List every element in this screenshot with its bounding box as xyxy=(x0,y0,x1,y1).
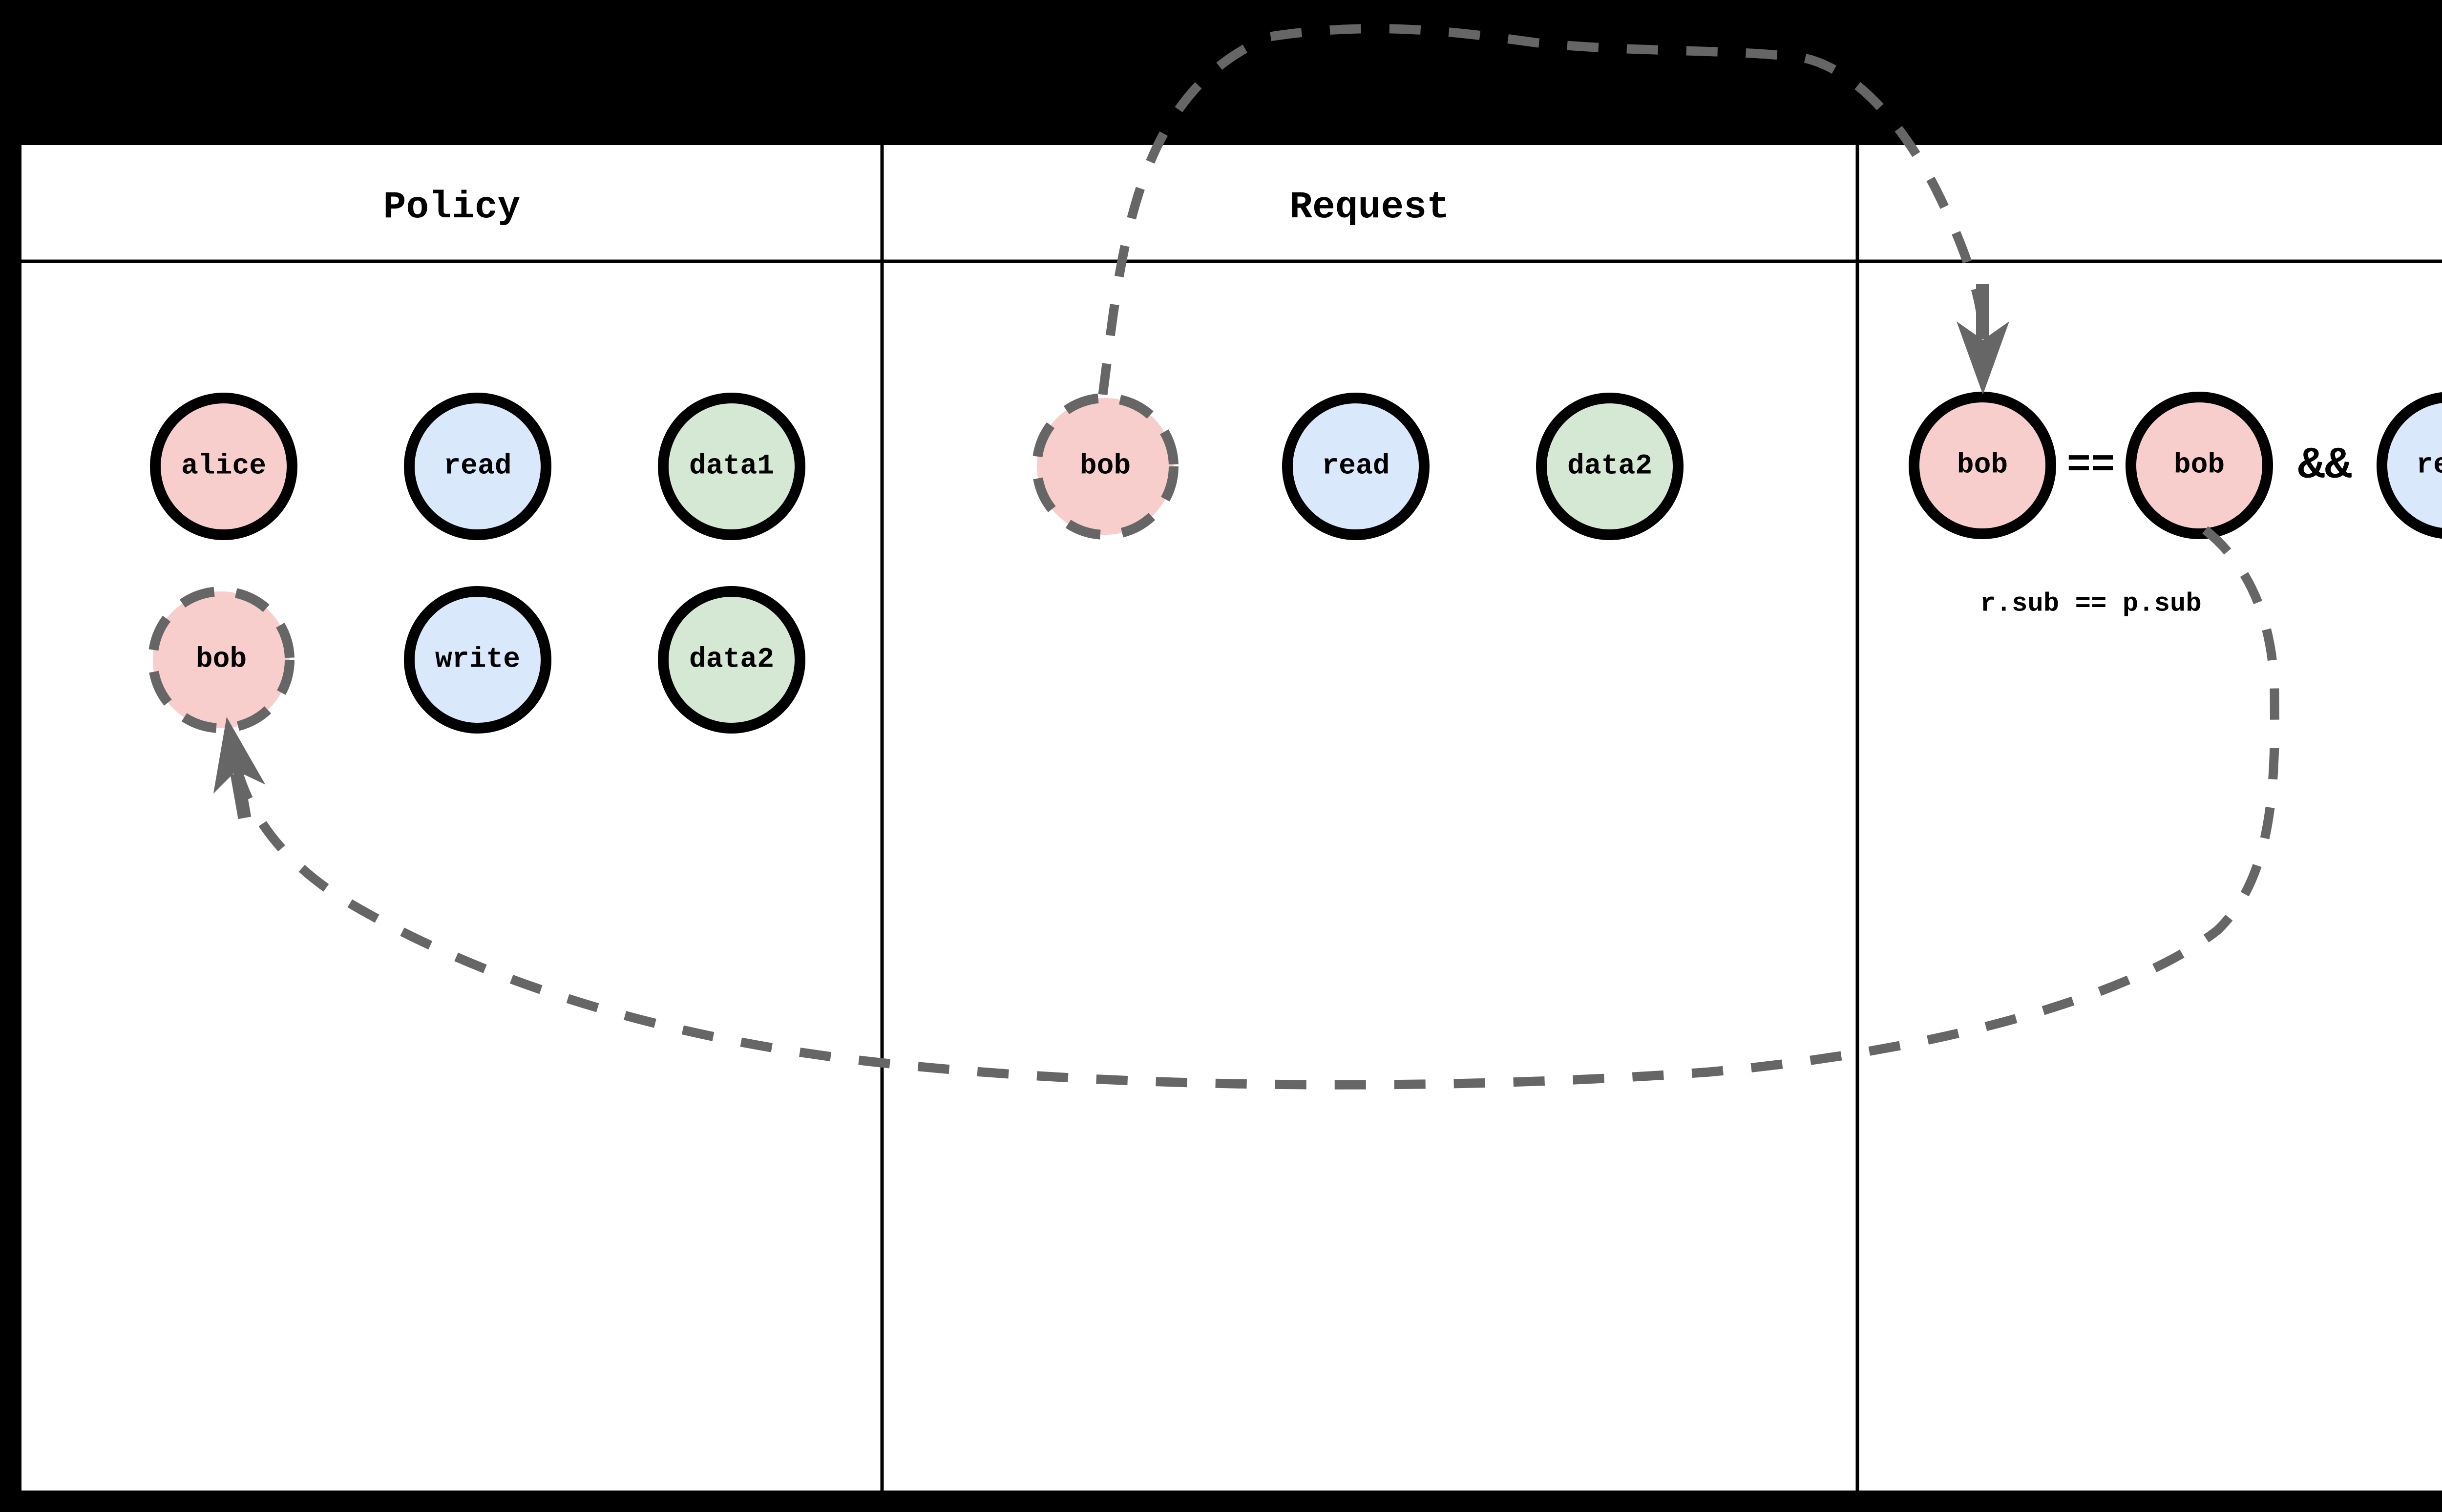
request-action-circle xyxy=(2377,392,2442,539)
request-node-data2: data2 xyxy=(1536,393,1684,540)
equality-operator: == xyxy=(2067,443,2115,488)
subject-circle-dashed xyxy=(1037,398,1174,535)
flow-request-to-matching xyxy=(1098,24,1987,396)
node-label: read xyxy=(2416,450,2442,482)
policy-subject-circle xyxy=(2126,392,2273,539)
subject-circle-dashed xyxy=(153,591,290,728)
column-header-request: Request xyxy=(1289,186,1450,229)
policy-node-write: write xyxy=(404,586,551,734)
dashed-highlight-ring xyxy=(1032,393,1179,540)
and-operator: && xyxy=(2298,440,2352,491)
matching-group-subject: bob == bob && r.sub == p.sub xyxy=(1909,392,2352,619)
request-subject-circle xyxy=(1909,392,2056,539)
policy-node-alice: alice xyxy=(150,393,297,540)
policy-node-read: read xyxy=(404,393,551,540)
arrowhead-up-icon xyxy=(213,717,266,819)
request-node-bob-highlighted: bob xyxy=(1032,393,1179,540)
node-label: data1 xyxy=(689,451,774,483)
node-label: bob xyxy=(196,644,247,676)
column-header-policy: Policy xyxy=(383,186,521,229)
arrowhead-down-icon xyxy=(1957,284,2009,395)
object-circle xyxy=(658,393,805,540)
condition-label-sub: r.sub == p.sub xyxy=(1980,589,2202,619)
node-label: alice xyxy=(181,451,266,483)
node-label: data2 xyxy=(1567,451,1652,483)
subject-circle xyxy=(150,393,297,540)
node-label: bob xyxy=(1080,451,1131,483)
node-label: read xyxy=(443,451,511,483)
action-circle xyxy=(404,393,551,540)
policy-node-bob-highlighted: bob xyxy=(148,587,295,733)
request-node-read: read xyxy=(1282,393,1430,540)
action-circle xyxy=(1282,393,1430,540)
object-circle xyxy=(658,586,805,734)
policy-node-data1: data1 xyxy=(658,393,805,540)
matching-group-action: read == read && r.act == p.act xyxy=(2377,392,2442,539)
node-label: data2 xyxy=(689,644,774,676)
node-label: bob xyxy=(2174,450,2225,482)
dashed-highlight-ring xyxy=(148,587,295,733)
node-label: write xyxy=(435,644,520,676)
action-circle xyxy=(404,586,551,734)
node-label: bob xyxy=(1957,450,2008,482)
policy-node-data2: data2 xyxy=(658,586,805,734)
table-background xyxy=(21,145,2442,1491)
node-label: read xyxy=(1322,451,1389,483)
object-circle xyxy=(1536,393,1684,540)
